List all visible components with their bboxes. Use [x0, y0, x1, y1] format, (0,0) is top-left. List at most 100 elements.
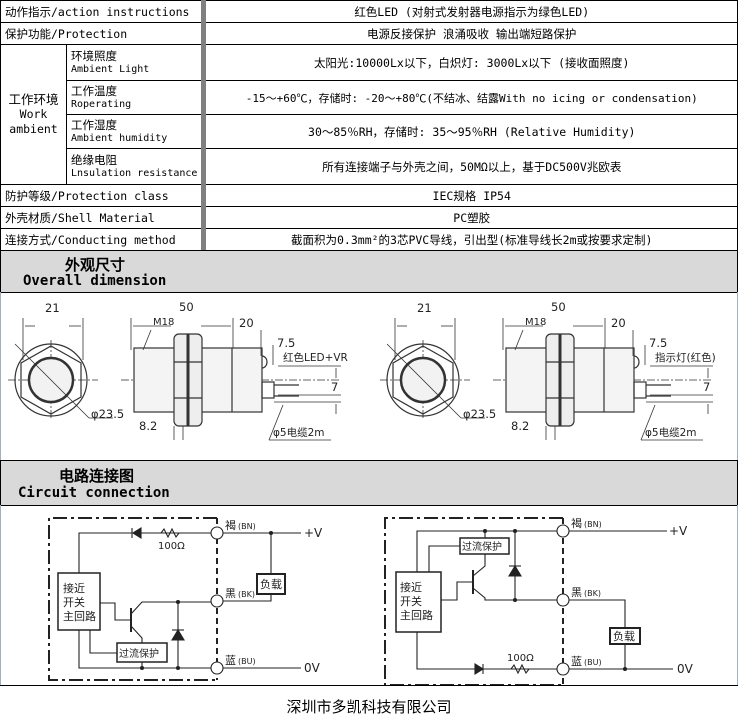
load-box — [609, 627, 641, 645]
terminal-blue — [210, 661, 224, 675]
thread-label: M18 — [153, 317, 174, 328]
dimension-title-en: Overall dimension — [23, 273, 167, 289]
label-zero-v: 0V — [304, 661, 321, 675]
sub-label-cn: 工作温度 — [71, 83, 117, 98]
dimension-svg: 21 50 20 7.5 红色LED+VR 7 M18 φ23.5 8.2 φ5… — [8, 300, 716, 442]
label-main-3: 主回路 — [400, 609, 433, 622]
label-plus-v: +V — [669, 524, 688, 538]
diode-icon — [474, 663, 485, 675]
dim-8-2: 8.2 — [139, 419, 157, 433]
circuit-npn — [48, 517, 301, 681]
company-footer: 深圳市多凯科技有限公司 — [0, 685, 738, 727]
circuit-header: 电路连接图 Circuit connection — [0, 460, 738, 506]
cable-label: φ5电缆2m — [645, 426, 697, 439]
diameter-label: φ23.5 — [463, 407, 496, 421]
label-overcurrent: 过流保护 — [462, 540, 502, 553]
zener-icon — [171, 628, 185, 641]
circuit-pnp — [384, 517, 673, 686]
row-value: 30～85％RH，存储时: 35～95％RH (Relative Humidit… — [201, 114, 738, 149]
load-box — [256, 573, 286, 595]
dim-7-5: 7.5 — [277, 336, 295, 350]
label-main-1: 接近 — [400, 581, 422, 594]
overcurrent-box — [116, 642, 168, 663]
label-black-code: (BK) — [238, 590, 255, 599]
dimension-header: 外观尺寸 Overall dimension — [0, 250, 738, 293]
terminal-black — [556, 593, 570, 607]
row-action: 动作指示/action instructions 红色LED (对射式发射器电源… — [0, 0, 738, 23]
label-main-1: 接近 — [63, 582, 85, 595]
row-value: 所有连接端子与外壳之间，50MΩ以上，基于DC500V兆欧表 — [201, 148, 738, 185]
dimension-title-cn: 外观尺寸 — [65, 256, 126, 274]
label-load: 负载 — [613, 629, 635, 643]
label-brown: 褐 — [571, 516, 582, 530]
terminal-brown — [210, 526, 224, 540]
row-label: 防护等级/Protection class — [0, 184, 205, 207]
label-zero-v: 0V — [677, 662, 694, 676]
dim-7-5: 7.5 — [649, 336, 667, 350]
row-shell: 外壳材质/Shell Material PC塑胶 — [0, 206, 738, 229]
dim-7: 7 — [331, 380, 338, 394]
label-overcurrent: 过流保护 — [119, 647, 159, 660]
label-resistor: 100Ω — [507, 653, 534, 664]
zener-icon — [508, 564, 522, 577]
dimension-labels-1: 21 50 20 7.5 红色LED+VR 7 M18 φ23.5 8.2 φ5… — [45, 300, 348, 439]
terminal-brown — [556, 524, 570, 538]
circuit-npn-labels: 褐 (BN) 黑 (BK) 蓝 (BU) +V 0V 负载 过流保护 100Ω … — [63, 518, 323, 675]
label-brown-code: (BN) — [238, 522, 256, 531]
sub-label-en: Lnsulation resistance — [71, 167, 198, 179]
row-label: 保护功能/Protection — [0, 22, 205, 45]
label-plus-v: +V — [304, 526, 323, 540]
dimension-drawings: 21 50 20 7.5 红色LED+VR 7 M18 φ23.5 8.2 φ5… — [0, 292, 738, 460]
terminal-blue — [556, 662, 570, 676]
main-circuit-box — [395, 571, 442, 633]
circuit-diagrams: 褐 (BN) 黑 (BK) 蓝 (BU) +V 0V 负载 过流保护 100Ω … — [0, 505, 738, 686]
hex-nut-front — [20, 345, 82, 415]
row-conducting: 连接方式/Conducting method 截面积为0.3mm²的3芯PVC导… — [0, 228, 738, 251]
label-blue-code: (BU) — [584, 658, 602, 667]
group-en-2: ambient — [9, 122, 58, 136]
row-value: 电源反接保护 浪涌吸收 输出端短路保护 — [201, 22, 738, 45]
label-load: 负载 — [260, 577, 282, 591]
main-circuit-box — [57, 572, 101, 631]
led-label: 红色LED+VR — [283, 351, 348, 364]
row-label: 外壳材质/Shell Material — [0, 206, 205, 229]
row-value: -15～+60℃，存储时: -20～+80℃(不结冰、结露With no ici… — [201, 80, 738, 115]
dim-20: 20 — [611, 316, 626, 330]
sub-label-en: Ambient Light — [71, 63, 150, 75]
dim-7: 7 — [703, 380, 710, 394]
row-protection: 保护功能/Protection 电源反接保护 浪涌吸收 输出端短路保护 — [0, 22, 738, 45]
dim-8-2: 8.2 — [511, 419, 529, 433]
dimension-drawing-1 — [8, 318, 341, 441]
label-blue: 蓝 — [225, 654, 236, 667]
label-main-3: 主回路 — [63, 610, 96, 623]
dim-21: 21 — [45, 301, 60, 315]
row-value: PC塑胶 — [201, 206, 738, 229]
sub-label-cn: 工作湿度 — [71, 117, 117, 132]
dim-20: 20 — [239, 316, 254, 330]
row-value: 太阳光:10000Lx以下，白炽灯: 3000Lx以下 (接收面照度) — [201, 44, 738, 81]
dimension-labels-2: 21 50 20 7.5 指示灯(红色) 7 M18 φ23.5 8.2 φ5电… — [417, 300, 716, 439]
label-blue: 蓝 — [571, 655, 582, 668]
label-blue-code: (BU) — [238, 657, 256, 666]
thread-label: M18 — [525, 317, 546, 328]
circuit-title-cn: 电路连接图 — [59, 467, 135, 485]
sub-label-en: Roperating — [71, 98, 132, 110]
label-black: 黑 — [225, 587, 236, 600]
resistor-icon — [510, 663, 530, 675]
label-main-2: 开关 — [63, 595, 85, 609]
dim-50: 50 — [551, 300, 566, 314]
label-brown: 褐 — [225, 518, 236, 532]
label-resistor: 100Ω — [158, 541, 185, 552]
label-main-2: 开关 — [400, 594, 422, 608]
dim-21: 21 — [417, 301, 432, 315]
group-cn: 工作环境 — [8, 92, 59, 107]
circuit-svg: 褐 (BN) 黑 (BK) 蓝 (BU) +V 0V 负载 过流保护 100Ω … — [48, 516, 694, 686]
group-en-1: Work — [19, 107, 48, 121]
